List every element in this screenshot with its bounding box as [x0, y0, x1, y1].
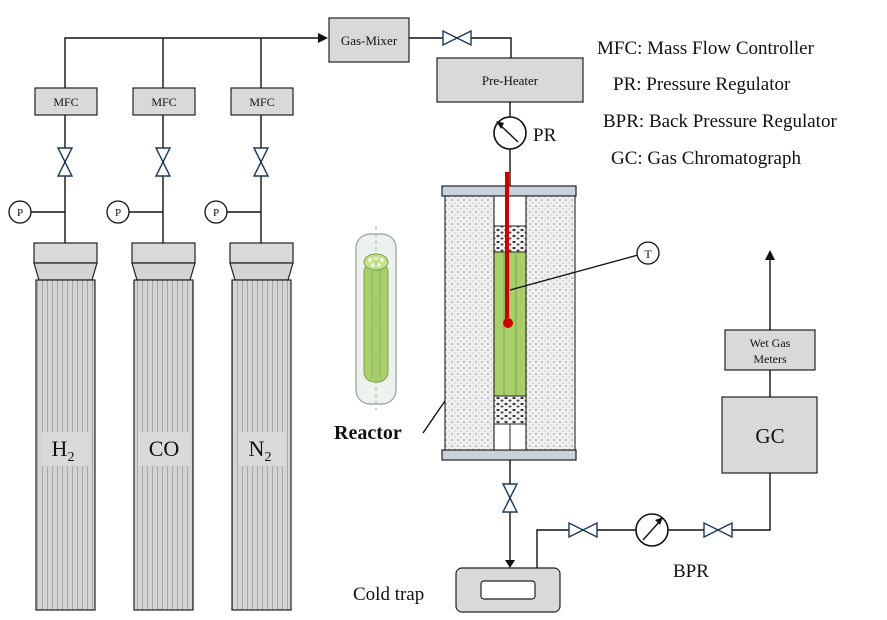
valve-h2[interactable] — [56, 147, 74, 177]
flow-arrow — [318, 33, 328, 43]
temperature-sensor-line — [509, 254, 639, 291]
mfc-box-co — [132, 87, 196, 116]
pr-label: PR — [533, 125, 557, 146]
gc-label: GC — [755, 424, 784, 448]
valve-co[interactable] — [154, 147, 172, 177]
valve-reactor-outlet[interactable] — [501, 483, 519, 513]
reactor — [441, 172, 577, 461]
wet-gas-meters-label-line1: Wet Gas — [750, 336, 791, 350]
pre-heater-box — [436, 57, 584, 103]
gas-mixer-label: Gas-Mixer — [341, 33, 398, 48]
mfc-label-h2: MFC — [53, 95, 78, 109]
pressure-gauge-n2 — [204, 200, 228, 224]
feed-header-line — [64, 37, 325, 88]
gas-train-n2: MFC P N2 — [204, 87, 294, 611]
pressure-gauge-label-n2: P — [213, 207, 219, 219]
pressure-gauge-co — [106, 200, 130, 224]
cylinder-label-co: CO — [149, 436, 180, 461]
wet-gas-meters-label-line2: Meters — [753, 352, 787, 366]
mfc-box-h2 — [34, 87, 98, 116]
wet-gas-meters-box — [724, 329, 816, 371]
legend-pr: PR: Pressure Regulator — [613, 74, 791, 95]
valve-n2[interactable] — [252, 147, 270, 177]
vent-arrow — [765, 250, 775, 260]
gas-mixer-box — [328, 17, 410, 63]
cylinder-label-h2: H2 — [52, 436, 75, 465]
back-pressure-regulator-gauge — [635, 513, 669, 547]
catalyst-tube-illustration — [355, 226, 397, 410]
pressure-regulator-gauge — [493, 116, 527, 150]
valve-mixer[interactable] — [442, 29, 472, 47]
gas-train-co: MFC P CO — [106, 87, 196, 611]
valve-bpr-outlet[interactable] — [703, 521, 733, 539]
temperature-sensor-label: T — [644, 247, 652, 261]
temperature-sensor — [636, 241, 660, 265]
reactor-label: Reactor — [334, 422, 402, 444]
mixer-outlet-line — [409, 37, 512, 58]
pressure-gauge-label-co: P — [115, 207, 121, 219]
thermocouple — [505, 172, 509, 322]
gas-train-h2: MFC P H2 — [8, 87, 98, 611]
thermocouple-tip — [503, 318, 513, 328]
legend-mfc: MFC: Mass Flow Controller — [597, 38, 815, 59]
legend-bpr: BPR: Back Pressure Regulator — [603, 111, 837, 132]
pressure-gauge-label-h2: P — [17, 207, 23, 219]
cylinder-label-n2: N2 — [249, 436, 272, 465]
legend-gc: GC: Gas Chromatograph — [611, 148, 801, 169]
pre-heater-label: Pre-Heater — [482, 73, 539, 88]
bpr-label: BPR — [673, 561, 709, 582]
cold-trap-label: Cold trap — [353, 584, 424, 605]
pressure-gauge-h2 — [8, 200, 32, 224]
mfc-label-co: MFC — [151, 95, 176, 109]
mfc-label-n2: MFC — [249, 95, 274, 109]
mfc-box-n2 — [230, 87, 294, 116]
valve-bpr-inlet[interactable] — [568, 521, 598, 539]
gc-box — [721, 396, 818, 474]
